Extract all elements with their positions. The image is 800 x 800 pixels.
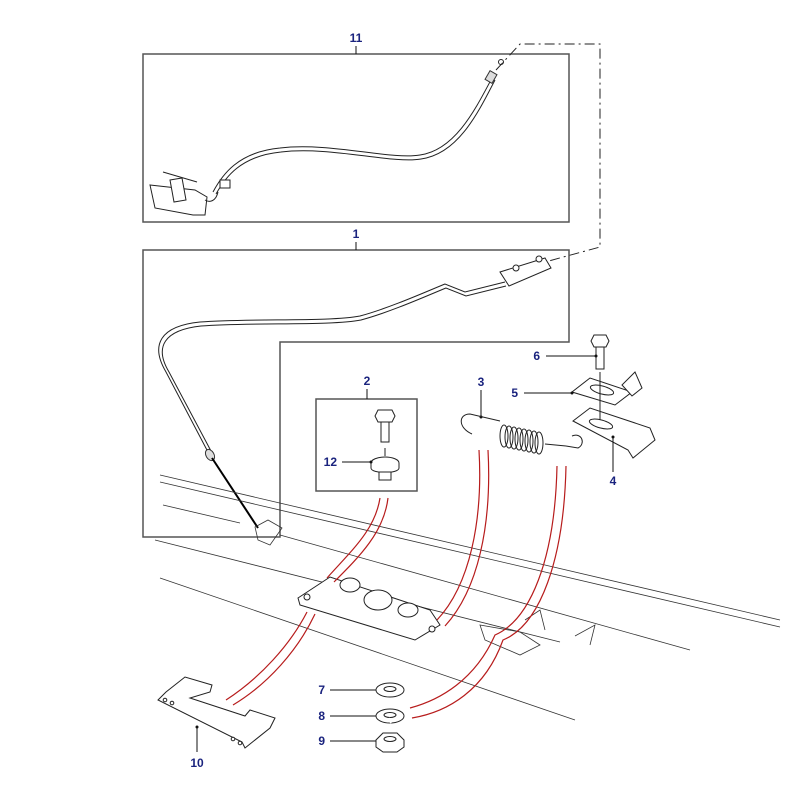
rail-notch xyxy=(254,519,283,546)
catch-plate xyxy=(297,576,441,641)
spring-tail xyxy=(544,443,567,447)
catch-hole-3 xyxy=(397,602,419,618)
washer-8-split xyxy=(388,717,392,724)
cable-ferrule xyxy=(484,69,498,85)
leader-10-dot xyxy=(195,725,199,729)
group-10: 10 xyxy=(157,676,276,770)
bolt-2-head xyxy=(374,409,396,423)
assembly-line-4b xyxy=(411,465,567,719)
spring-hook-left xyxy=(460,413,501,435)
spacer-12-collar xyxy=(378,471,392,481)
spacer-12-body xyxy=(370,463,400,473)
plate-10-hole-c xyxy=(230,736,236,742)
plate-10-hole-a xyxy=(162,697,168,703)
handle-cable-link xyxy=(204,191,219,202)
group-3: 3 xyxy=(460,375,583,455)
rail-2 xyxy=(162,504,241,524)
group-1: 1 xyxy=(142,227,570,538)
bracket-4-plate xyxy=(572,407,656,459)
cable-11-outer xyxy=(212,77,493,193)
leader-5-dot xyxy=(570,391,574,395)
group-11: 11 xyxy=(142,31,570,223)
callout-8[interactable]: 8 xyxy=(318,709,325,723)
group-7-8-9: 7 8 9 xyxy=(318,682,405,753)
rail-1a xyxy=(159,474,781,621)
rail-tab-b xyxy=(574,624,596,646)
grommet-icon xyxy=(219,179,231,189)
cable-11-inner xyxy=(215,79,496,195)
bracket-4-slot xyxy=(588,418,614,430)
rail-slot xyxy=(479,624,541,656)
callout-9[interactable]: 9 xyxy=(318,734,325,748)
support-plate-10 xyxy=(157,676,276,749)
leader-6-dot xyxy=(594,354,598,358)
rail-4 xyxy=(159,577,576,721)
catch-plate-body xyxy=(297,576,441,641)
assembly-line-3a xyxy=(436,449,481,621)
callout-5[interactable]: 5 xyxy=(511,386,518,400)
catch-hole-1 xyxy=(339,577,361,593)
catch-rivet-a xyxy=(303,593,311,601)
clamp-5-tab xyxy=(621,371,643,397)
callout-7[interactable]: 7 xyxy=(318,683,325,697)
handle-mount-line xyxy=(162,171,198,183)
nut-9-hole xyxy=(383,736,397,742)
assembly-line-3b xyxy=(444,449,490,627)
bolt-6-head xyxy=(590,334,610,348)
cable-1-outer xyxy=(158,281,506,453)
box-1 xyxy=(142,249,570,538)
callout-2[interactable]: 2 xyxy=(364,374,371,388)
group-4-5-6: 6 5 4 xyxy=(511,334,656,488)
leader-12-dot xyxy=(369,460,373,464)
assembly-line-4a xyxy=(409,465,558,709)
washer-7-hole xyxy=(383,686,397,692)
callout-6[interactable]: 6 xyxy=(533,349,540,363)
assembly-line-2b xyxy=(333,497,389,583)
assembly-lines xyxy=(225,449,567,719)
spring-coils xyxy=(499,424,544,455)
connector-dashdot xyxy=(495,43,601,263)
callout-4[interactable]: 4 xyxy=(610,474,617,488)
cable-connector xyxy=(499,257,552,287)
bolt-2-shank xyxy=(380,421,390,443)
bolt-6-shank xyxy=(595,346,605,370)
catch-rivet-b xyxy=(428,625,436,633)
callout-12[interactable]: 12 xyxy=(324,455,338,469)
spring-hook-right xyxy=(565,434,583,449)
cable-1-inner xyxy=(161,285,507,452)
leader-4-dot xyxy=(611,435,615,439)
callout-10[interactable]: 10 xyxy=(190,756,204,770)
catch-hole-2 xyxy=(363,589,393,611)
connector-lug-b xyxy=(535,255,543,263)
callout-11[interactable]: 11 xyxy=(350,31,363,45)
callout-3[interactable]: 3 xyxy=(478,375,485,389)
assembly-line-10b xyxy=(232,613,316,706)
box-2 xyxy=(315,398,418,492)
cable-end-nipple xyxy=(498,59,504,65)
inner-wire xyxy=(211,457,259,529)
callout-1[interactable]: 1 xyxy=(353,227,360,241)
assembly-line-10a xyxy=(225,611,308,701)
assembly-line-2a xyxy=(326,497,381,579)
washer-8-hole xyxy=(383,712,397,718)
nut-9 xyxy=(375,732,405,753)
handle-bracket xyxy=(169,177,187,203)
plate-10-hole-b xyxy=(169,700,175,706)
clamp-5-slot xyxy=(589,384,615,396)
group-2: 2 12 xyxy=(315,374,418,492)
connector-lug-a xyxy=(512,264,520,272)
plate-10-hole-d xyxy=(237,740,243,746)
